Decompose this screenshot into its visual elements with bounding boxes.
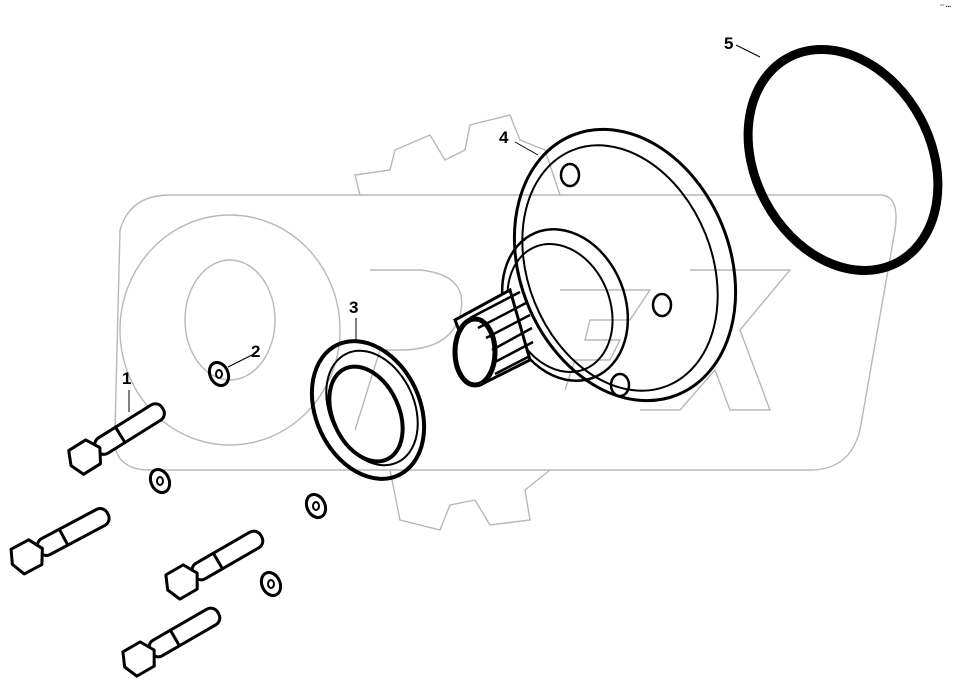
washers-part-2 (148, 360, 328, 598)
callout-4: 4 (499, 128, 509, 147)
leader-lines (128, 44, 761, 412)
watermark-logo (113, 114, 897, 531)
seal-ring-part-3 (309, 339, 427, 481)
o-ring-part-5 (743, 45, 943, 275)
bolts-part-1 (9, 402, 265, 678)
callout-3: 3 (349, 298, 359, 317)
pump-housing-part-4 (452, 127, 738, 403)
corner-mark: °° ▪▪▪ (940, 4, 951, 10)
callout-1: 1 (122, 369, 132, 388)
callout-2: 2 (251, 342, 261, 361)
callout-5: 5 (724, 34, 734, 53)
